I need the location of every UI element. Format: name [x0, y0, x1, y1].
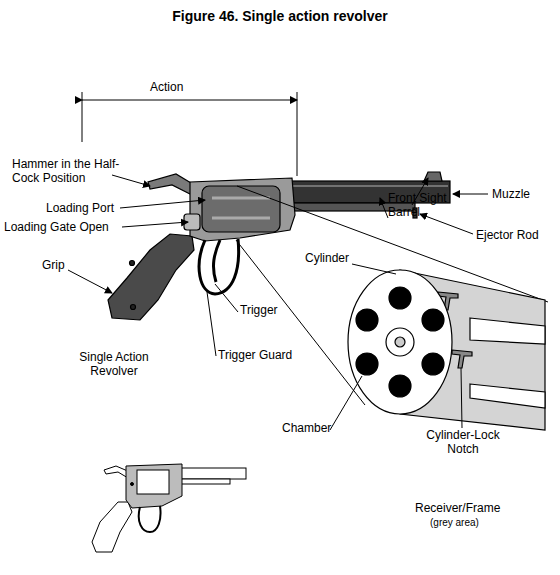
part-label: Single Action Revolver: [68, 350, 160, 378]
part-label: Trigger: [240, 303, 278, 317]
action-bracket: [297, 92, 298, 176]
leader-line: [461, 368, 462, 428]
part-label: Ejector Rod: [476, 228, 539, 242]
part-label: Grip: [42, 258, 65, 272]
cylinder: [202, 186, 280, 232]
cylinder-flute: [470, 318, 545, 344]
chamber: [422, 309, 444, 331]
small-cylinder: [137, 470, 169, 494]
leader-line: [420, 214, 473, 234]
leader-line: [120, 200, 205, 208]
trigger-guard: [199, 239, 239, 294]
part-label: Action: [150, 80, 183, 94]
cylinder-hub: [386, 328, 414, 356]
leader-line: [215, 284, 238, 312]
cylinder-flute: [212, 217, 270, 220]
part-label: Muzzle: [492, 187, 530, 201]
cylinder-face: [348, 270, 452, 414]
part-label: Hammer in the Half-Cock Position: [12, 157, 130, 185]
barrel-highlight: [292, 185, 448, 187]
cylinder-detail: [236, 186, 548, 430]
small-barrel: [180, 468, 246, 479]
leader-line: [380, 198, 388, 218]
small-ejector: [180, 479, 230, 484]
part-label: Trigger Guard: [218, 348, 292, 362]
small-frame: [126, 464, 182, 508]
chamber: [389, 375, 411, 397]
part-label: (grey area): [430, 516, 479, 530]
figure-title: Figure 46. Single action revolver: [0, 8, 560, 24]
trigger: [213, 240, 220, 282]
part-label: Cylinder: [305, 251, 349, 265]
action-bracket: [82, 100, 297, 101]
part-label: Barrel: [388, 205, 420, 219]
grip-screw: [130, 261, 135, 266]
small-screw: [131, 483, 134, 486]
chamber: [389, 287, 411, 309]
hammer: [148, 174, 196, 194]
grip-screw: [131, 305, 136, 310]
part-label: Loading Port: [46, 201, 114, 215]
zoom-line: [236, 240, 365, 405]
chamber: [356, 353, 378, 375]
leader-line: [330, 376, 362, 430]
part-label: Receiver/Frame: [415, 501, 500, 515]
leader-line: [207, 292, 216, 356]
cylinder-flute: [212, 197, 270, 200]
grip: [108, 234, 194, 320]
chamber: [422, 353, 444, 375]
leader-lines: [68, 175, 488, 430]
frame: [190, 178, 295, 241]
part-label: Loading Gate Open: [4, 220, 109, 234]
part-label: Chamber: [282, 421, 331, 435]
cylinder-flute: [470, 384, 545, 408]
leader-line: [122, 222, 188, 227]
small-trigger-guard: [139, 506, 161, 532]
leader-line: [112, 175, 150, 186]
leader-line: [352, 264, 396, 274]
small-grip: [92, 502, 132, 552]
cylinder-lock-notch: [452, 350, 472, 368]
action-bracket: [82, 92, 83, 142]
part-label: Front Sight: [388, 191, 447, 205]
small-revolver: [92, 464, 246, 552]
chamber: [356, 309, 378, 331]
leader-line: [453, 194, 488, 195]
cylinder-pin: [395, 337, 405, 347]
leader-line: [68, 270, 112, 293]
part-label: Cylinder-Lock Notch: [418, 428, 508, 456]
